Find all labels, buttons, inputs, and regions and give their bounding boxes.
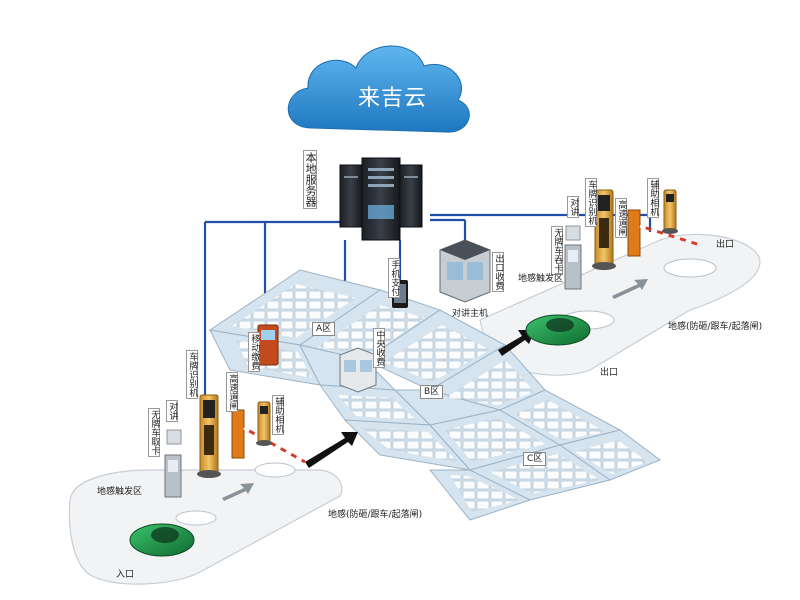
entry-intercom-label: 对讲 (166, 400, 179, 422)
entry-aux-camera (256, 401, 272, 446)
entry-title: 入口 (116, 570, 135, 580)
server-rack (339, 157, 423, 241)
entry-plate-camera (197, 394, 221, 478)
flow-arrows (305, 330, 535, 468)
entry-no-plate-label: 无牌车取卡 (148, 408, 161, 457)
central-booth (339, 347, 377, 393)
entry-road (68, 462, 343, 585)
entry-loop-label: 地感(防砸/跟车/起落闸) (328, 510, 423, 520)
exit-plate-camera (592, 189, 616, 270)
cloud-icon (287, 45, 470, 133)
server-label: 本地服务器 (303, 150, 318, 209)
entry-plate-cam-label: 车牌识别机 (186, 350, 199, 399)
self-pay-kiosk (257, 324, 279, 366)
exit-aux-camera (662, 189, 678, 234)
entry-gate-label: 高速道闸 (226, 372, 239, 412)
exit-no-plate-label: 无牌车吞卡 (551, 226, 564, 275)
self-pay-label: 移动缴费 (248, 332, 261, 372)
zone-c-label: C区 (523, 452, 547, 466)
parking-lot (208, 269, 662, 521)
mobile-pay-label: 手机支付 (388, 258, 401, 298)
entry-barrier-gate (231, 409, 306, 464)
zone-b-label: B区 (420, 385, 444, 399)
exit-barrier-gate (627, 209, 701, 257)
cloud-label: 来吉云 (358, 86, 428, 111)
entry-trigger-zone-label: 地感触发区 (97, 487, 143, 497)
exit-booth (439, 239, 491, 303)
exit-intercom-kiosk (564, 225, 582, 290)
exit-trigger-zone-label: 地感触发区 (518, 274, 564, 284)
exit-booth-label: 出口收费 (492, 252, 505, 292)
exit-title: 出口 (600, 368, 619, 378)
exit-loop-label: 地感(防砸/跟车/起落闸) (668, 322, 763, 332)
exit-aux-cam-label: 辅助相机 (647, 178, 660, 218)
exit-intercom-label: 对讲 (567, 196, 580, 218)
entry-intercom-kiosk (164, 429, 182, 498)
exit-plate-cam-label: 车牌识别机 (585, 178, 598, 227)
exit-gate-label: 高速道闸 (615, 198, 628, 238)
entry-aux-cam-label: 辅助相机 (272, 395, 285, 435)
central-pay-label: 中央收费 (373, 328, 386, 368)
exit-road (479, 233, 761, 376)
intercom-host-label: 对讲主机 (452, 309, 489, 319)
exit-title-top: 出口 (716, 240, 735, 250)
zone-a-label: A区 (312, 322, 336, 336)
entry-car (129, 523, 195, 557)
exit-car (525, 314, 591, 346)
